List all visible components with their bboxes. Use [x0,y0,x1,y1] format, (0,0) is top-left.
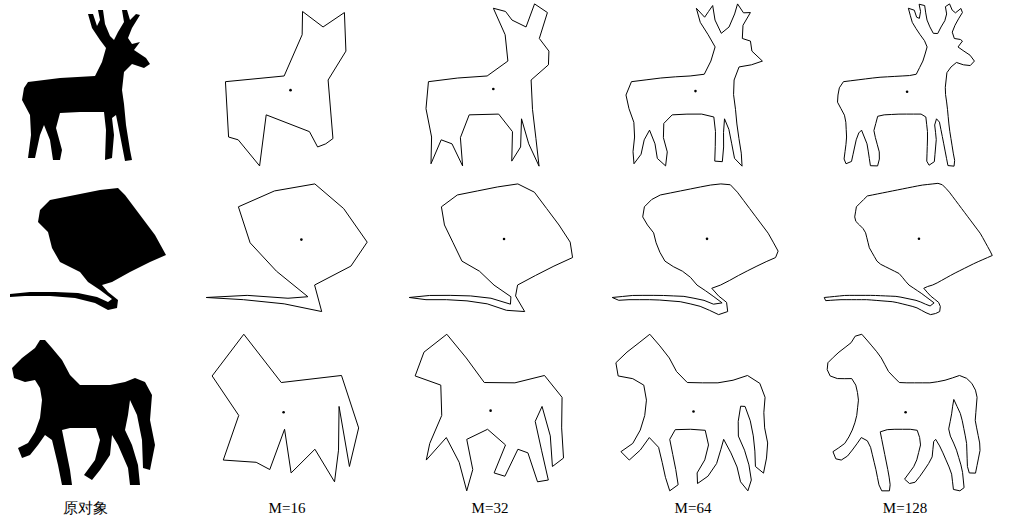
manta-ray-outline [409,184,572,312]
centroid-dot [489,409,492,412]
column-label: M=128 [883,499,927,517]
deer-silhouette [22,10,150,161]
horse-outline [212,334,359,482]
deer-outline [838,4,975,166]
horse-outline [415,334,563,491]
deer-outline [626,4,762,166]
centroid-dot [918,238,921,241]
centroid-dot [904,411,907,414]
centroid-dot [289,89,292,92]
centroid-dot [492,88,495,91]
column-label: M=64 [675,499,712,517]
deer-outline [426,4,549,166]
horse-outline [827,334,980,491]
centroid-dot [300,238,303,241]
column-label: M=16 [269,499,306,517]
horse-outline [616,334,768,491]
centroid-dot [706,238,709,241]
centroid-dot [282,411,285,414]
manta-ray-outline [206,184,367,312]
deer-outline [225,11,345,165]
manta-ray-outline [824,183,992,314]
centroid-dot [906,90,909,93]
column-label: M=32 [472,499,509,517]
centroid-dot [694,90,697,93]
column-label: 原对象 [63,499,108,517]
manta-ray-outline [612,184,778,315]
centroid-dot [692,410,695,413]
centroid-dot [503,238,506,241]
horse-silhouette [12,340,155,485]
manta-ray-silhouette [10,188,166,310]
